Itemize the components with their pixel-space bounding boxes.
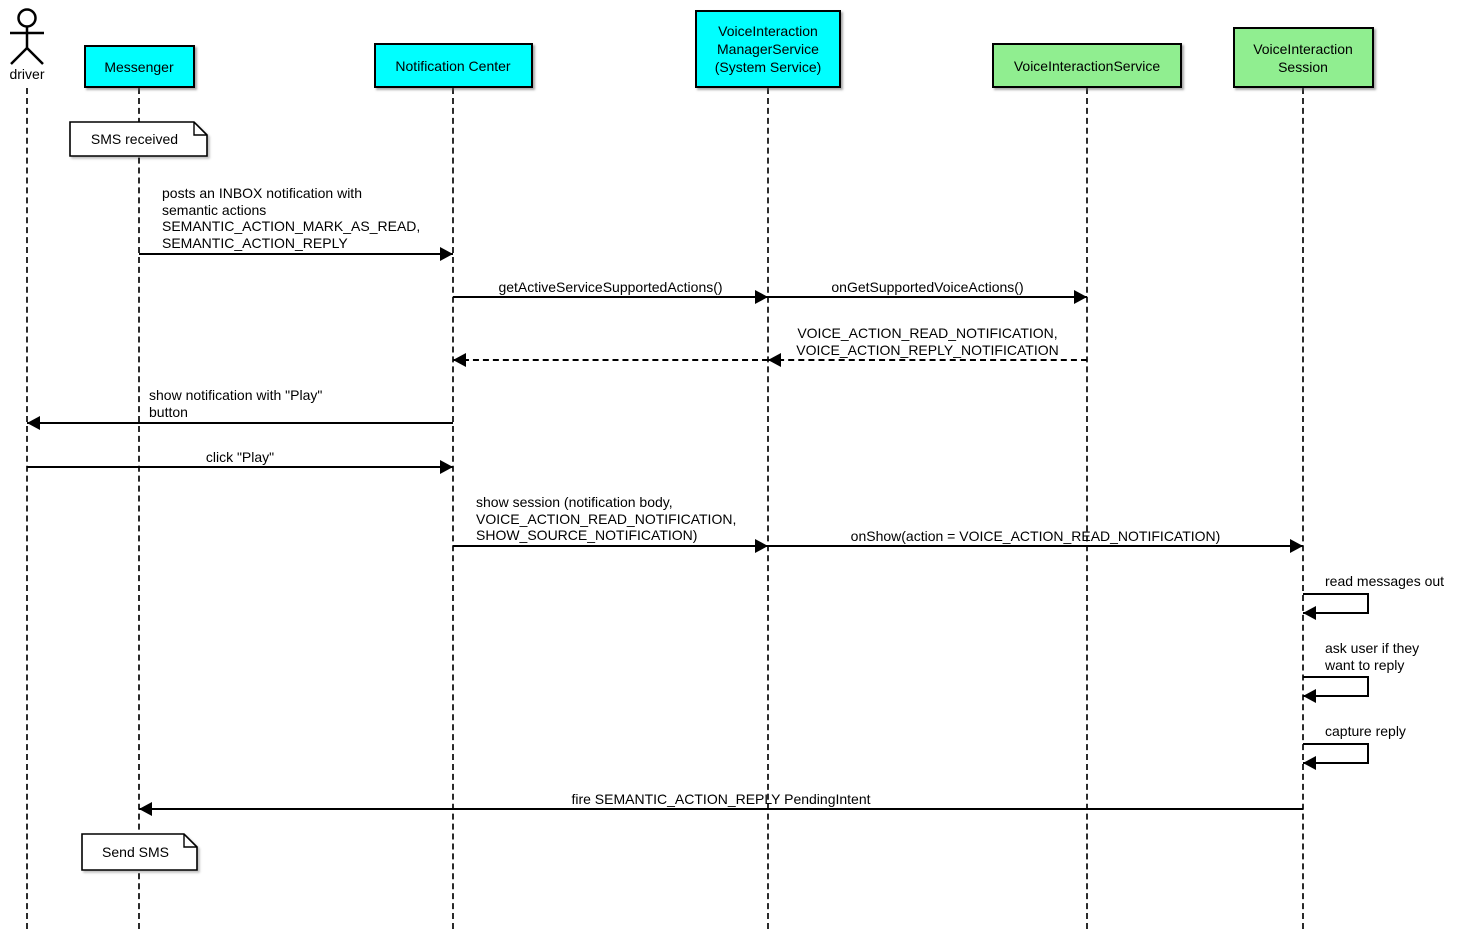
message-arrowhead-7 [755, 539, 768, 553]
message-arrowhead-3 [453, 353, 466, 367]
self-message-loop-2 [1303, 743, 1369, 764]
note-send-sms-label: Send SMS [102, 844, 169, 860]
self-message-loop-0 [1303, 593, 1369, 614]
lifeline-notification-center [452, 88, 454, 929]
message-label-8: onShow(action = VOICE_ACTION_READ_NOTIFI… [850, 528, 1221, 544]
lifeline-voice-interaction-service [1086, 88, 1088, 929]
participant-box-voice-interaction-service: VoiceInteractionService [992, 43, 1182, 88]
message-label-9: fire SEMANTIC_ACTION_REPLY PendingIntent [571, 791, 871, 807]
message-label-7: show session (notification body, VOICE_A… [476, 494, 737, 543]
message-arrow-line-5 [27, 422, 453, 424]
note-sms-received: SMS received [69, 121, 208, 157]
participant-box-voice-interaction-manager-service: VoiceInteraction ManagerService (System … [695, 10, 841, 88]
message-arrow-line-7 [453, 545, 768, 547]
self-message-label-1: ask user if they want to reply [1325, 640, 1420, 673]
lifeline-voice-interaction-session [1302, 88, 1304, 929]
message-arrowhead-2 [1074, 290, 1087, 304]
note-send-sms: Send SMS [81, 833, 198, 871]
message-label-6: click "Play" [205, 449, 275, 465]
message-arrowhead-9 [139, 802, 152, 816]
self-message-arrowhead-0 [1303, 606, 1316, 620]
lifeline-driver [26, 88, 28, 929]
actor-icon-driver [5, 6, 49, 66]
message-arrow-line-1 [453, 296, 768, 298]
message-arrow-line-3 [453, 359, 768, 361]
message-arrow-line-2 [768, 296, 1087, 298]
self-message-arrowhead-2 [1303, 756, 1316, 770]
self-message-label-0: read messages out [1325, 573, 1445, 589]
message-arrowhead-8 [1290, 539, 1303, 553]
message-arrow-line-0 [139, 253, 453, 255]
note-sms-received-label: SMS received [90, 131, 179, 147]
message-arrow-line-9 [139, 808, 1303, 810]
message-label-2: onGetSupportedVoiceActions() [831, 279, 1024, 295]
message-arrowhead-6 [440, 460, 453, 474]
message-arrowhead-5 [27, 416, 40, 430]
message-arrowhead-4 [768, 353, 781, 367]
message-arrowhead-1 [755, 290, 768, 304]
actor-label-driver: driver [9, 66, 45, 82]
message-arrow-line-8 [768, 545, 1303, 547]
participant-box-voice-interaction-session: VoiceInteraction Session [1232, 27, 1374, 88]
message-arrow-line-4 [768, 359, 1087, 361]
message-arrowhead-0 [440, 247, 453, 261]
self-message-label-2: capture reply [1325, 723, 1406, 739]
lifeline-voice-interaction-manager-service [767, 88, 769, 929]
lifeline-messenger [138, 88, 140, 929]
self-message-loop-1 [1303, 676, 1369, 697]
participant-box-notification-center: Notification Center [373, 43, 533, 88]
message-label-0: posts an INBOX notification with semanti… [162, 185, 421, 251]
self-message-arrowhead-1 [1303, 689, 1316, 703]
message-label-5: show notification with "Play" button [149, 387, 323, 420]
message-arrow-line-6 [27, 466, 453, 468]
message-label-1: getActiveServiceSupportedActions() [498, 279, 723, 295]
participant-box-messenger: Messenger [83, 45, 195, 88]
message-label-4: VOICE_ACTION_READ_NOTIFICATION, VOICE_AC… [796, 325, 1059, 358]
